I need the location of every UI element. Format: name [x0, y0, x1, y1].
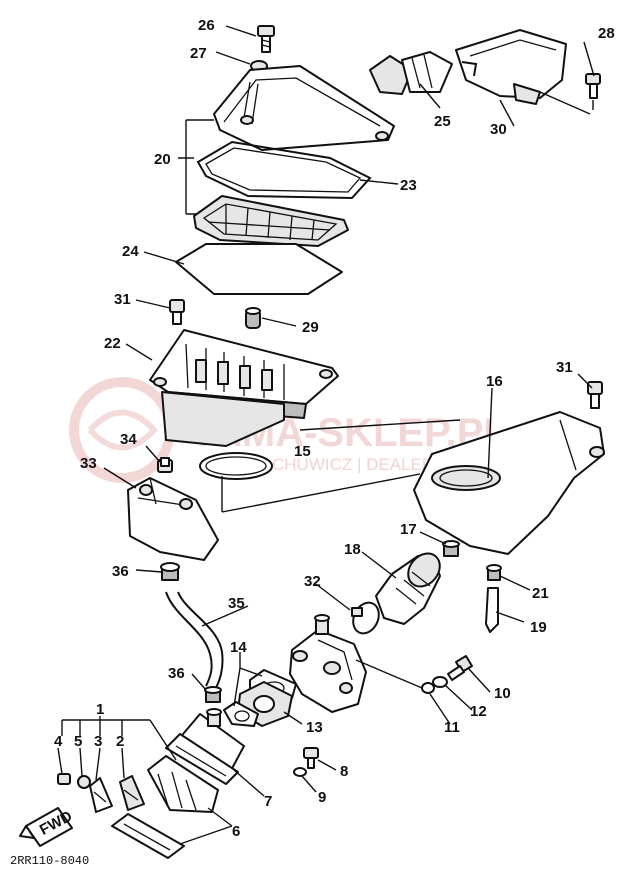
callout-27: 27: [190, 45, 207, 62]
part-31-bolt-right: [587, 381, 603, 409]
callout-9: 9: [318, 789, 326, 806]
part-26-bolt: [257, 25, 275, 53]
part-5-washer: [77, 775, 91, 789]
callout-35: 35: [228, 595, 245, 612]
callout-31-right: 31: [556, 359, 573, 376]
callout-28: 28: [598, 25, 615, 42]
callout-10: 10: [494, 685, 511, 702]
callout-16: 16: [486, 373, 503, 390]
callout-15: 15: [294, 443, 311, 460]
part-8-screw: [303, 747, 319, 769]
part-4-screw: [57, 773, 71, 785]
part-29-grommet: [245, 307, 261, 329]
part-9-washer: [293, 767, 307, 777]
callout-1: 1: [96, 701, 104, 718]
callout-3: 3: [94, 733, 102, 750]
part-35-breather-hose: [165, 591, 213, 687]
leader-carburetor: [355, 659, 423, 689]
diagram-code: 2RR110-8040: [10, 854, 89, 868]
callout-33: 33: [80, 455, 97, 472]
callout-11: 11: [444, 719, 460, 736]
part-22-airbox-case: [149, 329, 339, 447]
part-36-clamp-bottom: [204, 686, 222, 703]
callout-30: 30: [490, 121, 507, 138]
part-32-clamp: [351, 601, 380, 635]
callout-19: 19: [530, 619, 547, 636]
callout-8: 8: [340, 763, 348, 780]
part-28-screw: [585, 73, 601, 99]
callout-17: 17: [400, 521, 417, 538]
callout-12: 12: [470, 703, 487, 720]
part-19-hose: [485, 587, 499, 633]
callout-20: 20: [154, 151, 171, 168]
callout-32: 32: [304, 573, 321, 590]
callout-25: 25: [434, 113, 451, 130]
part-21-grommet: [486, 564, 502, 581]
part-18-intake-joint: [375, 552, 441, 625]
part-23-seal: [196, 140, 372, 200]
part-17-grommet: [442, 540, 460, 557]
part-15-o-ring: [199, 452, 273, 480]
part-11-washer: [421, 682, 435, 694]
part-36-clamp-top: [160, 562, 180, 581]
leader-15: [221, 419, 461, 513]
callout-26: 26: [198, 17, 215, 34]
callout-7: 7: [264, 793, 272, 810]
part-16-joint: [413, 411, 605, 555]
callout-31-left: 31: [114, 291, 131, 308]
callout-18: 18: [344, 541, 361, 558]
part-33-breather-box: [127, 477, 219, 561]
callout-36-top: 36: [112, 563, 129, 580]
carburetor: [289, 614, 367, 713]
part-31-bolt-left: [169, 299, 185, 325]
part-6-gasket-upper: [165, 733, 239, 785]
callout-23: 23: [400, 177, 417, 194]
leader-28: [539, 91, 594, 115]
callout-5: 5: [74, 733, 82, 750]
callout-34: 34: [120, 431, 137, 448]
part-reed-block: [147, 755, 219, 813]
callout-13: 13: [306, 719, 323, 736]
leader-lines: [57, 25, 595, 845]
callout-14: 14: [230, 639, 247, 656]
callout-36-bottom: 36: [168, 665, 185, 682]
part-3-reed: [89, 777, 113, 813]
callout-2: 2: [116, 733, 124, 750]
callout-22: 22: [104, 335, 121, 352]
airbox-cover: [213, 65, 395, 151]
part-24-filter-pad: [175, 243, 343, 295]
fwd-arrow: FWD: [19, 807, 75, 847]
part-34-bolt: [157, 457, 173, 473]
part-12-washer: [432, 676, 448, 688]
callout-24: 24: [122, 243, 139, 260]
part-25-connector: [369, 51, 453, 95]
callout-29: 29: [302, 319, 319, 336]
callout-labels: 26 27 28 25 30 20 23 24 31 29 22 31 16 3…: [54, 17, 615, 840]
callout-21: 21: [532, 585, 549, 602]
part-6-gasket-lower: [111, 813, 185, 859]
part-2-reed-stopper: [119, 775, 145, 811]
callout-6: 6: [232, 823, 240, 840]
callout-4: 4: [54, 733, 63, 750]
part-20-filter-element: [193, 195, 349, 247]
part-30-cap: [455, 29, 567, 105]
